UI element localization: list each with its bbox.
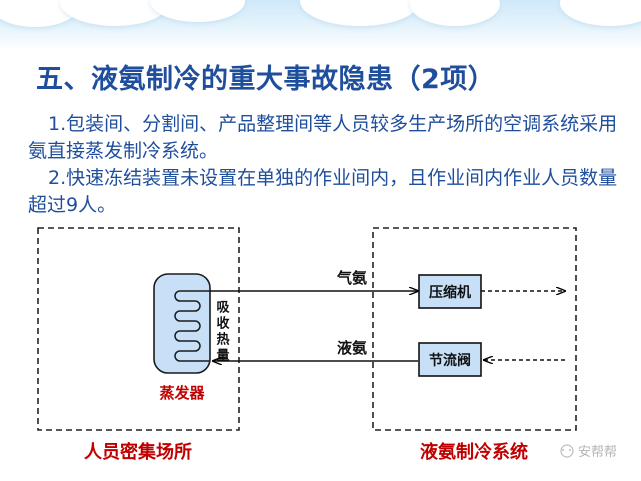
compressor-box <box>418 274 482 309</box>
hazard-point-1: 1.包装间、分割间、产品整理间等人员较多生产场所的空调系统采用氨直接蒸发制冷系统… <box>28 113 618 162</box>
cloud-banner <box>0 0 641 50</box>
slide-title: 五、液氨制冷的重大事故隐患（2项） <box>36 64 496 95</box>
hazard-point-2: 2.快速冻结装置未设置在单独的作业间内，且作业间内作业人员数量超过9人。 <box>28 167 618 216</box>
compressor-label: 压缩机 <box>429 284 471 301</box>
crowded-area-boundary <box>37 227 240 431</box>
watermark: 安帮帮 <box>560 444 617 460</box>
wechat-logo-icon <box>560 444 574 458</box>
throttle-valve-label: 节流阀 <box>429 352 471 369</box>
throttle-valve-box <box>418 342 482 377</box>
gas-ammonia-label: 气氨 <box>336 269 367 287</box>
evaporator-label: 蒸发器 <box>159 384 205 402</box>
heat-absorb-label: 吸收热量 <box>214 300 230 364</box>
watermark-text: 安帮帮 <box>578 445 617 460</box>
crowded-area-label: 人员密集场所 <box>84 441 192 463</box>
evaporator <box>153 273 211 374</box>
refrigeration-system-label: 液氨制冷系统 <box>420 441 528 463</box>
evaporator-coil-icon <box>174 290 210 362</box>
liquid-ammonia-label: 液氨 <box>337 339 367 357</box>
refrigeration-system-boundary <box>372 227 577 431</box>
